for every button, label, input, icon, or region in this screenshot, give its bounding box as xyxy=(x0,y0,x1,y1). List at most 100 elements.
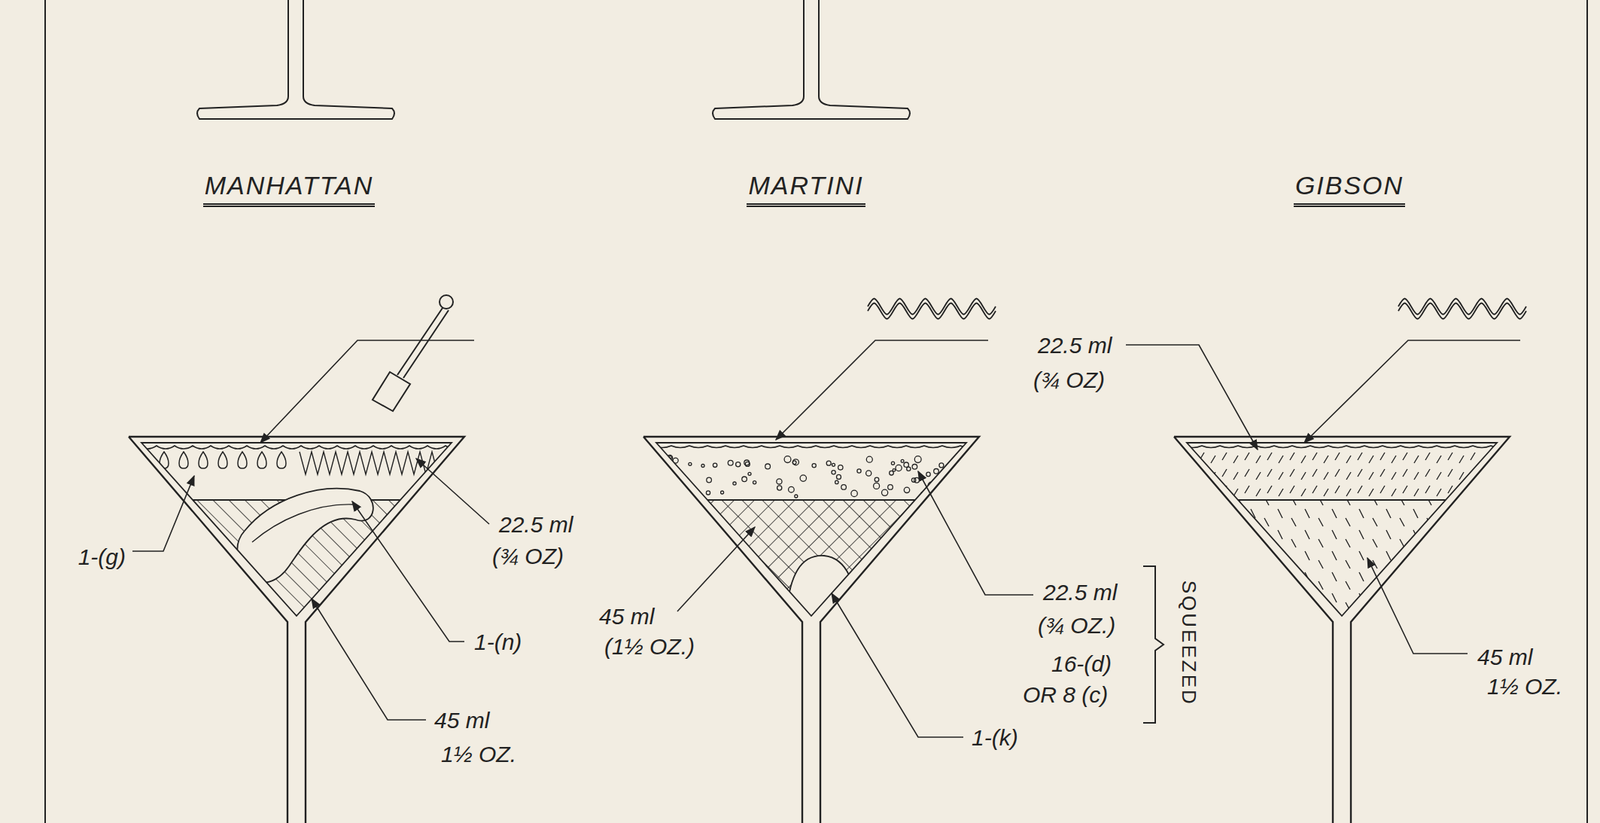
bubble-dot xyxy=(866,470,872,476)
measure-label: 1½ OZ. xyxy=(1484,673,1565,699)
bubble-dot xyxy=(712,462,717,467)
leader-line xyxy=(1125,344,1258,450)
bubble-dot xyxy=(675,488,682,494)
measure-label: 1-(g) xyxy=(76,544,128,569)
bubble-dot xyxy=(939,462,944,468)
bubble-dot xyxy=(826,460,831,466)
note-text: SQUEEZED xyxy=(1178,577,1201,708)
bubble-dot xyxy=(841,484,847,490)
bracket xyxy=(1143,565,1164,723)
measure-label: 1½ OZ. xyxy=(438,741,519,767)
bubble-dot xyxy=(903,462,909,467)
bubble-dot xyxy=(765,463,771,469)
leader-line xyxy=(1304,340,1521,443)
bubble-dot xyxy=(792,459,799,466)
bubble-dot xyxy=(674,489,679,495)
bubble-dot xyxy=(812,463,816,468)
leader-line xyxy=(775,340,989,440)
measure-label: 45 ml xyxy=(431,707,492,733)
bubble-dot xyxy=(892,468,896,472)
frame-line xyxy=(1586,0,1588,823)
leader-line xyxy=(1367,557,1468,654)
measure-label: 16-(d) xyxy=(1049,650,1114,676)
bubble-dot xyxy=(736,462,741,467)
liquid-surface xyxy=(653,445,979,448)
bubble-dot xyxy=(661,468,668,475)
bubble-dot xyxy=(903,486,910,493)
drop-symbol xyxy=(179,451,189,469)
bubble-dot xyxy=(784,456,791,463)
bubble-dot xyxy=(733,481,737,485)
bubble-dot xyxy=(959,461,964,466)
drop-symbol xyxy=(159,451,169,469)
bubble-dot xyxy=(851,489,858,496)
glass-outline xyxy=(643,436,980,823)
glass-inner xyxy=(656,442,967,616)
bubble-dot xyxy=(914,456,922,463)
bubble-dot xyxy=(836,474,842,479)
measure-label: (1½ OZ.) xyxy=(602,633,697,659)
bubble-dot xyxy=(895,464,902,471)
leader-line xyxy=(831,593,964,737)
bubble-dot xyxy=(906,466,911,471)
bubble-dot xyxy=(748,471,752,475)
bubble-dot xyxy=(742,476,748,482)
leader-line xyxy=(352,501,465,642)
twist-symbol xyxy=(1398,303,1527,320)
drop-symbol xyxy=(218,451,228,469)
bubble-dot xyxy=(727,459,734,466)
twist-symbol xyxy=(867,303,996,320)
bubble-dot xyxy=(657,463,664,470)
glass-foot xyxy=(197,0,395,119)
bubble-dot xyxy=(777,485,782,490)
bubble-dot xyxy=(800,474,807,481)
bubble-dot xyxy=(866,456,873,463)
bubble-dot xyxy=(832,462,836,466)
bubble-dot xyxy=(942,485,948,490)
bubble-dot xyxy=(888,484,894,490)
bubble-dot xyxy=(914,477,920,483)
measure-label: 1-(k) xyxy=(969,724,1021,750)
bubble-dot xyxy=(706,477,712,483)
liquid-lower xyxy=(1183,499,1500,621)
bubble-dot xyxy=(744,459,750,466)
bubble-dot xyxy=(874,477,880,482)
drop-symbol xyxy=(237,451,247,469)
measure-label: (¾ OZ.) xyxy=(1035,612,1118,638)
measure-label: OR 8 (c) xyxy=(1020,681,1111,707)
olive-symbol xyxy=(786,555,858,616)
cocktail-title: MANHATTAN xyxy=(203,170,376,207)
ice-symbol xyxy=(299,451,445,475)
measure-label: 22.5 ml xyxy=(1040,579,1120,605)
bubble-dot xyxy=(891,461,895,465)
glass-contents xyxy=(138,445,464,621)
bubble-dot xyxy=(835,480,839,484)
bubble-dot xyxy=(705,490,710,495)
leader-line xyxy=(311,598,426,720)
bubble-dot xyxy=(788,486,795,493)
glass-inner xyxy=(141,442,452,616)
glass-outline xyxy=(1174,436,1510,823)
layer-line xyxy=(1183,498,1500,501)
bubble-dot xyxy=(688,462,692,466)
bubble-dot xyxy=(794,494,798,498)
bubble-dot xyxy=(753,480,757,484)
pick-symbol xyxy=(439,295,454,309)
leader-line xyxy=(260,340,475,443)
bubble-dot xyxy=(882,489,889,496)
cocktail-title: GIBSON xyxy=(1293,170,1406,207)
drop-symbol xyxy=(198,451,208,469)
drop-symbol xyxy=(276,451,286,469)
layer-line xyxy=(653,498,970,501)
cocktail-title: MARTINI xyxy=(746,170,865,207)
liquid-surface xyxy=(1183,445,1509,448)
bubble-dot xyxy=(831,470,836,475)
leader-line xyxy=(416,458,490,524)
leader-line xyxy=(132,475,195,551)
bubble-dot xyxy=(701,464,705,468)
pick-symbol xyxy=(397,307,449,378)
liquid-lower xyxy=(653,499,970,621)
bubble-dot xyxy=(720,490,724,494)
bubble-dot xyxy=(873,482,880,489)
glass-outline xyxy=(128,436,465,823)
